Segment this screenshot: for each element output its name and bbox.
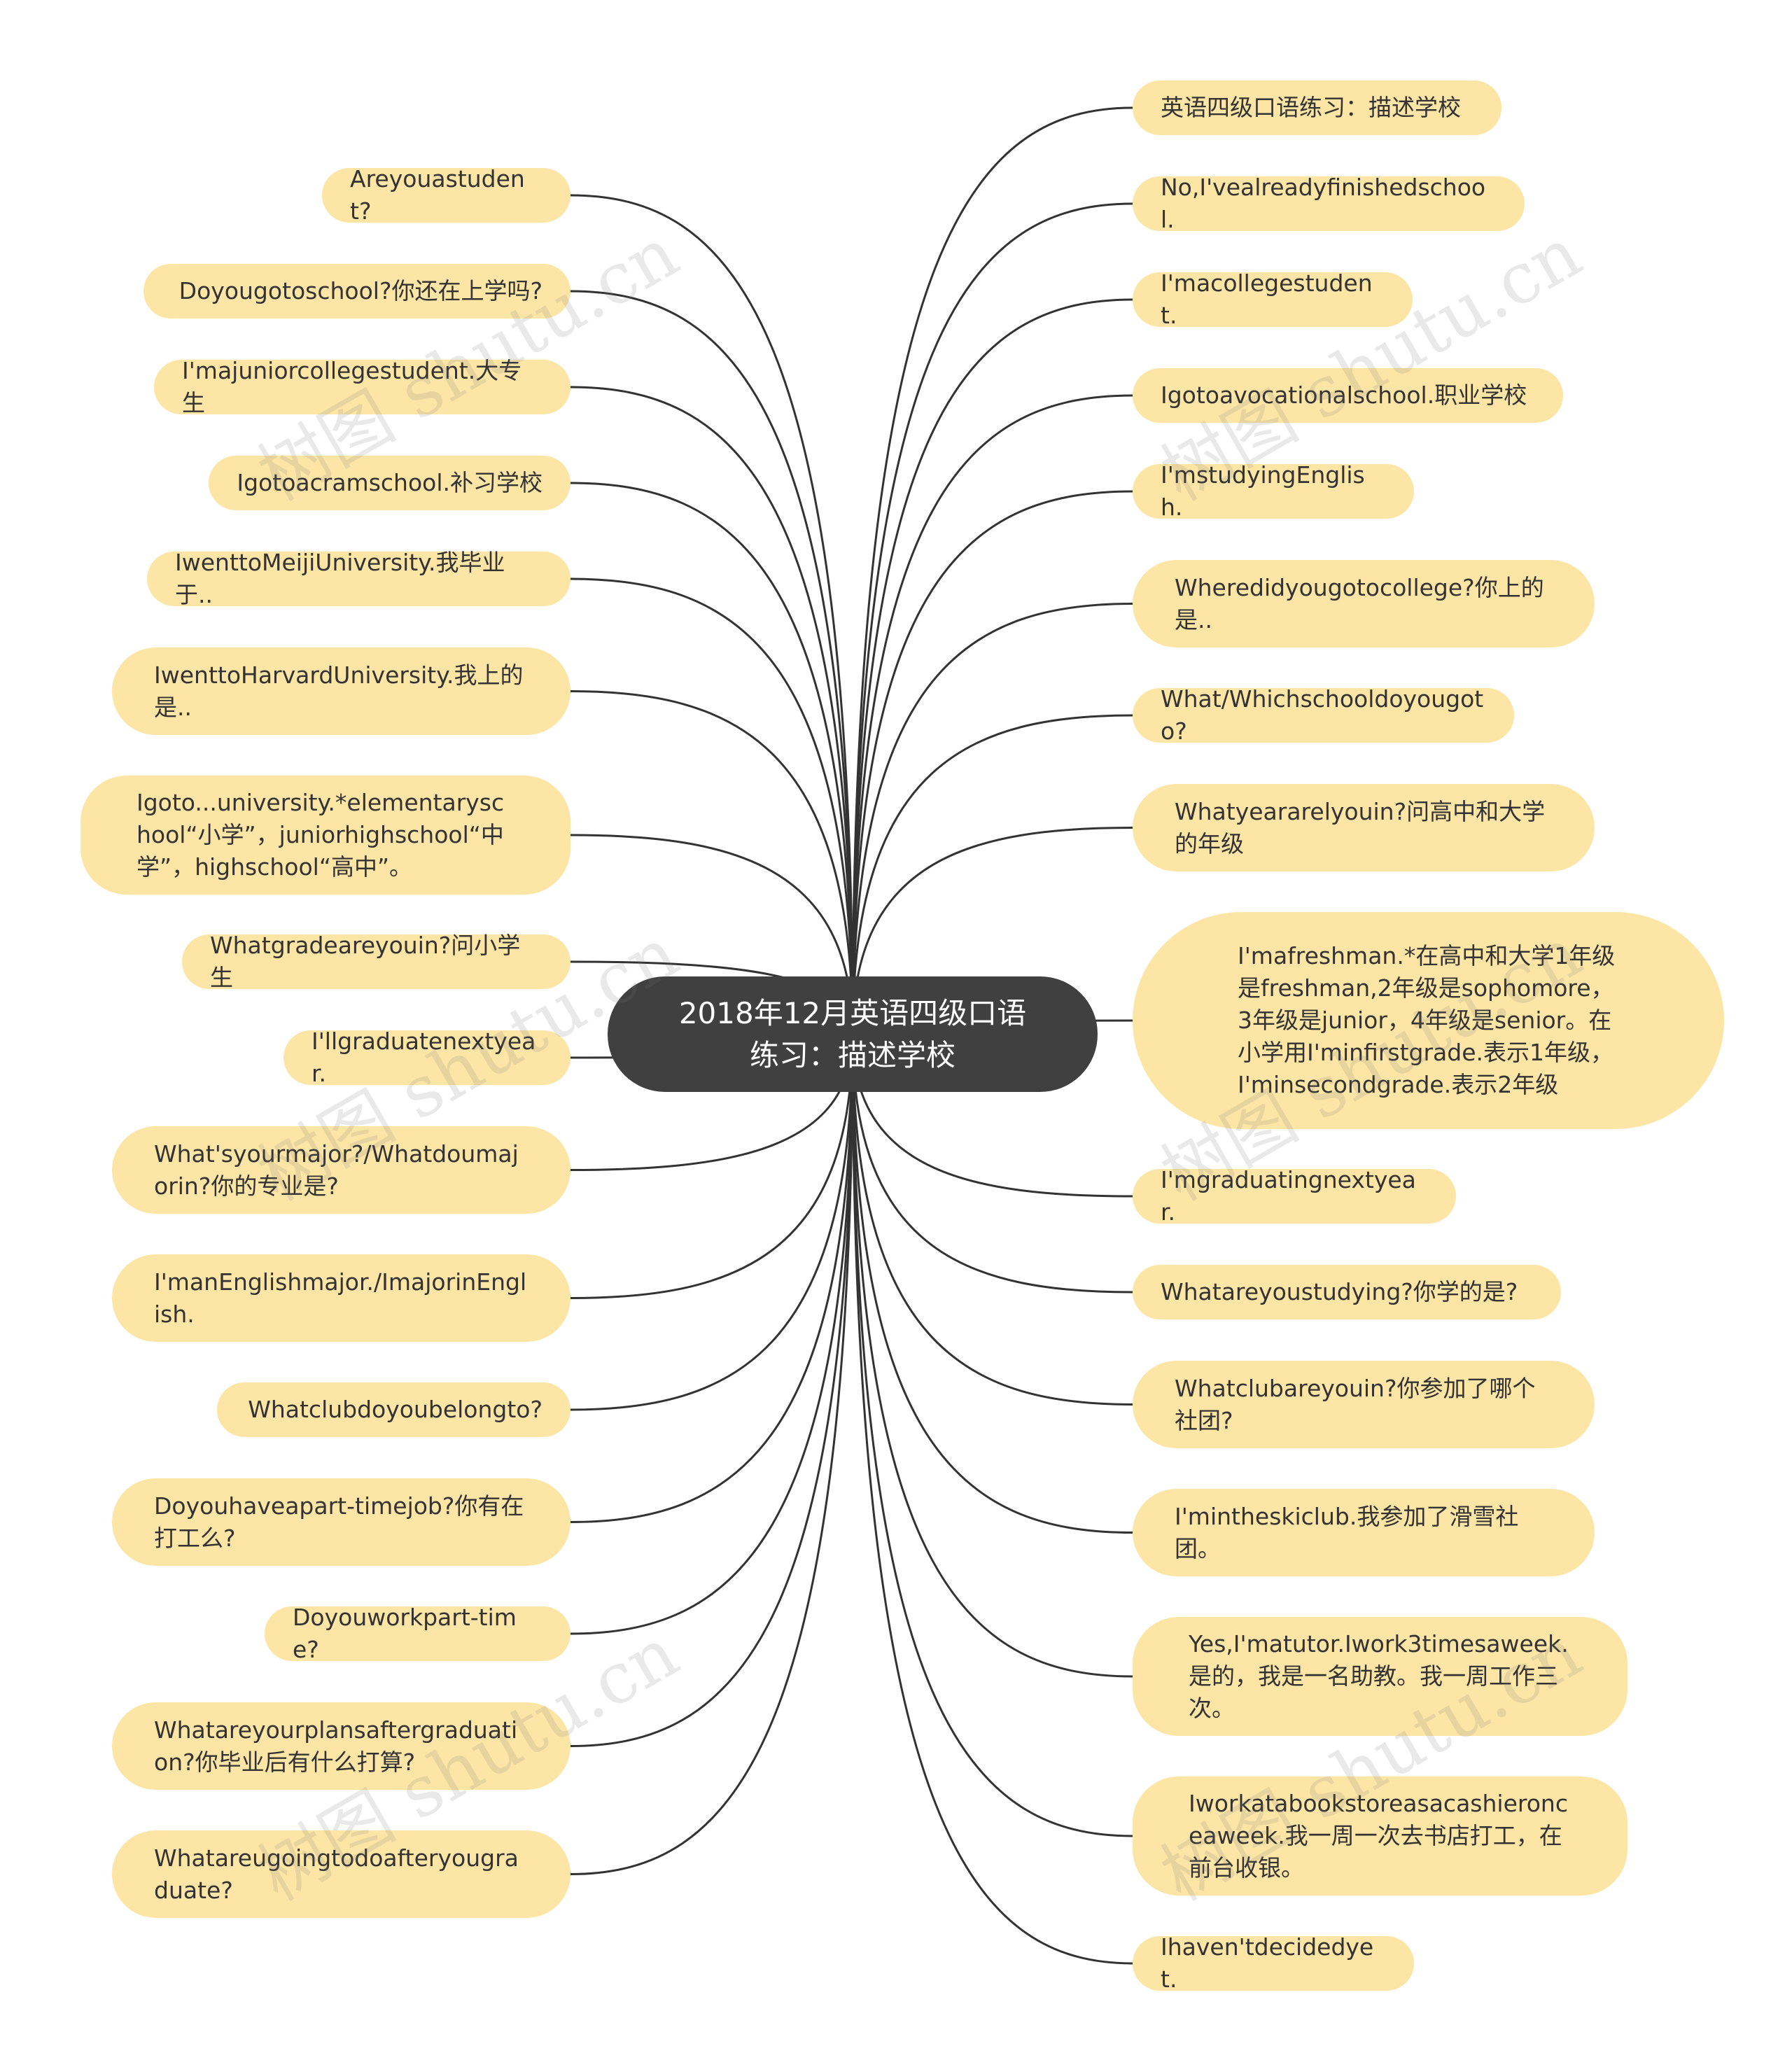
central-topic[interactable]: 2018年12月英语四级口语 练习：描述学校 (608, 976, 1098, 1092)
left-node-13[interactable]: Doyouhaveapart-timejob?你有在打工么? (112, 1478, 570, 1566)
right-node-11[interactable]: Whatareyoustudying?你学的是? (1133, 1265, 1561, 1319)
left-node-14[interactable]: Doyouworkpart-time? (265, 1604, 570, 1663)
left-node-8[interactable]: Whatgradeareyouin?问小学生 (182, 932, 570, 991)
left-node-4[interactable]: Igotoacramschool.补习学校 (209, 456, 570, 510)
right-node-15-connector (851, 1034, 1133, 1837)
right-node-11-connector (851, 1034, 1133, 1294)
right-node-12[interactable]: Whatclubareyouin?你参加了哪个社团? (1133, 1361, 1595, 1448)
right-node-9[interactable]: I'mafreshman.*在高中和大学1年级是freshman,2年级是sop… (1133, 912, 1724, 1129)
right-node-2[interactable]: No,I'vealreadyfinishedschool. (1133, 174, 1525, 233)
left-node-5[interactable]: IwenttoMeijiUniversity.我毕业于.. (147, 549, 570, 608)
left-node-3-connector (570, 386, 854, 1035)
left-node-10[interactable]: What'syourmajor?/Whatdoumajorin?你的专业是? (112, 1126, 570, 1214)
left-node-4-connector (570, 482, 854, 1035)
right-node-13[interactable]: I'mintheskiclub.我参加了滑雪社团。 (1133, 1489, 1595, 1576)
left-node-1[interactable]: Areyouastudent? (322, 165, 570, 225)
left-node-6-connector (570, 690, 854, 1035)
right-node-4-connector (851, 394, 1133, 1035)
right-node-16-connector (851, 1034, 1133, 1965)
left-node-12-connector (570, 1034, 854, 1411)
left-node-16[interactable]: Whatareugoingtodoafteryougraduate? (112, 1830, 570, 1918)
right-node-2-connector (851, 202, 1133, 1035)
left-node-16-connector (570, 1034, 854, 1875)
right-node-3-connector (851, 298, 1133, 1035)
right-node-1-connector (851, 106, 1133, 1035)
left-node-2[interactable]: Doyougotoschool?你还在上学吗? (144, 264, 570, 318)
right-node-10[interactable]: I'mgraduatingnextyear. (1133, 1166, 1456, 1226)
central-topic-line2: 练习：描述学校 (749, 1037, 955, 1072)
left-node-7-connector (570, 834, 854, 1035)
left-node-11-connector (570, 1034, 854, 1299)
right-node-3[interactable]: I'macollegestudent. (1133, 269, 1413, 329)
left-node-7[interactable]: Igoto...university.*elementaryschool“小学”… (80, 776, 570, 895)
right-node-6[interactable]: Wheredidyougotocollege?你上的是.. (1133, 560, 1595, 647)
left-node-11[interactable]: I'manEnglishmajor./ImajorinEnglish. (112, 1254, 570, 1342)
right-node-6-connector (851, 603, 1133, 1035)
right-node-5-connector (851, 490, 1133, 1035)
left-node-6[interactable]: IwenttoHarvardUniversity.我上的是.. (112, 647, 570, 735)
right-node-1[interactable]: 英语四级口语练习：描述学校 (1133, 80, 1502, 135)
right-node-15[interactable]: Iworkatabookstoreasacashieronceaweek.我一周… (1133, 1777, 1628, 1896)
right-node-12-connector (851, 1034, 1133, 1406)
left-node-13-connector (570, 1034, 854, 1523)
right-node-14[interactable]: Yes,I'matutor.Iwork3timesaweek.是的，我是一名助教… (1133, 1617, 1628, 1736)
left-node-1-connector (570, 194, 854, 1035)
right-node-14-connector (851, 1034, 1133, 1678)
right-node-8-connector (851, 827, 1133, 1035)
left-node-12[interactable]: Whatclubdoyoubelongto? (217, 1382, 570, 1437)
right-node-5[interactable]: I'mstudyingEnglish. (1133, 461, 1414, 521)
right-node-7-connector (851, 714, 1133, 1035)
left-node-15[interactable]: Whatareyourplansaftergraduation?你毕业后有什么打… (112, 1702, 570, 1790)
right-node-8[interactable]: Whatyeararelyouin?问高中和大学的年级 (1133, 784, 1595, 871)
left-node-15-connector (570, 1034, 854, 1747)
right-node-16[interactable]: Ihaven'tdecidedyet. (1133, 1933, 1414, 1993)
right-node-13-connector (851, 1034, 1133, 1534)
left-node-2-connector (570, 290, 854, 1035)
left-node-5-connector (570, 577, 854, 1035)
left-node-14-connector (570, 1034, 854, 1635)
left-node-3[interactable]: I'majuniorcollegestudent.大专生 (154, 357, 570, 416)
left-node-9[interactable]: I'llgraduatenextyear. (284, 1028, 570, 1087)
central-topic-line1: 2018年12月英语四级口语 (678, 995, 1027, 1030)
right-node-7[interactable]: What/Whichschooldoyougoto? (1133, 685, 1514, 745)
right-node-4[interactable]: Igotoavocationalschool.职业学校 (1133, 368, 1563, 423)
